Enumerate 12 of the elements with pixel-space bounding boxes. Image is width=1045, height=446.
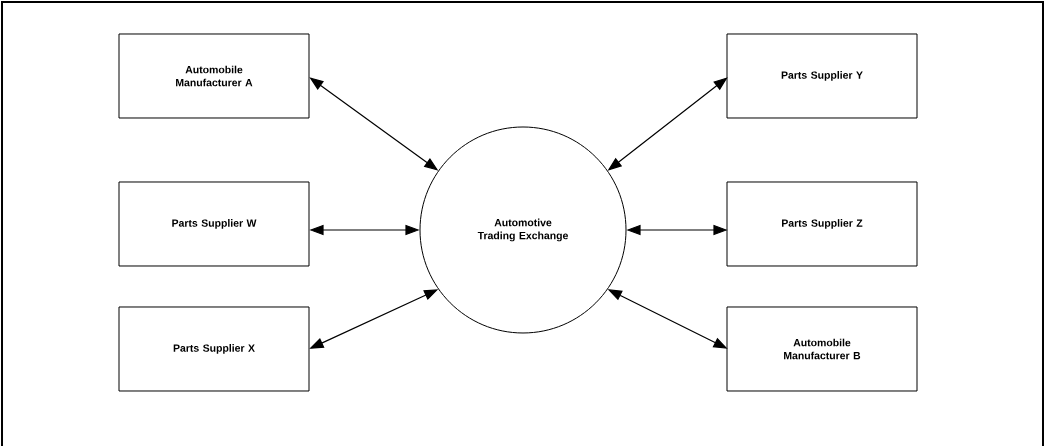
double-arrow <box>608 289 727 349</box>
double-arrow <box>626 224 728 236</box>
party-box: Parts Supplier Y <box>726 33 918 119</box>
double-arrow <box>309 224 420 236</box>
party-box: Parts Supplier X <box>118 306 310 392</box>
party-box: Automobile Manufacturer B <box>726 306 918 392</box>
party-box: Automobile Manufacturer A <box>118 33 310 119</box>
double-arrow <box>310 289 438 349</box>
party-box: Parts Supplier Z <box>726 181 918 267</box>
party-box: Parts Supplier W <box>118 181 310 267</box>
double-arrow <box>310 77 438 171</box>
double-arrow <box>608 77 727 171</box>
